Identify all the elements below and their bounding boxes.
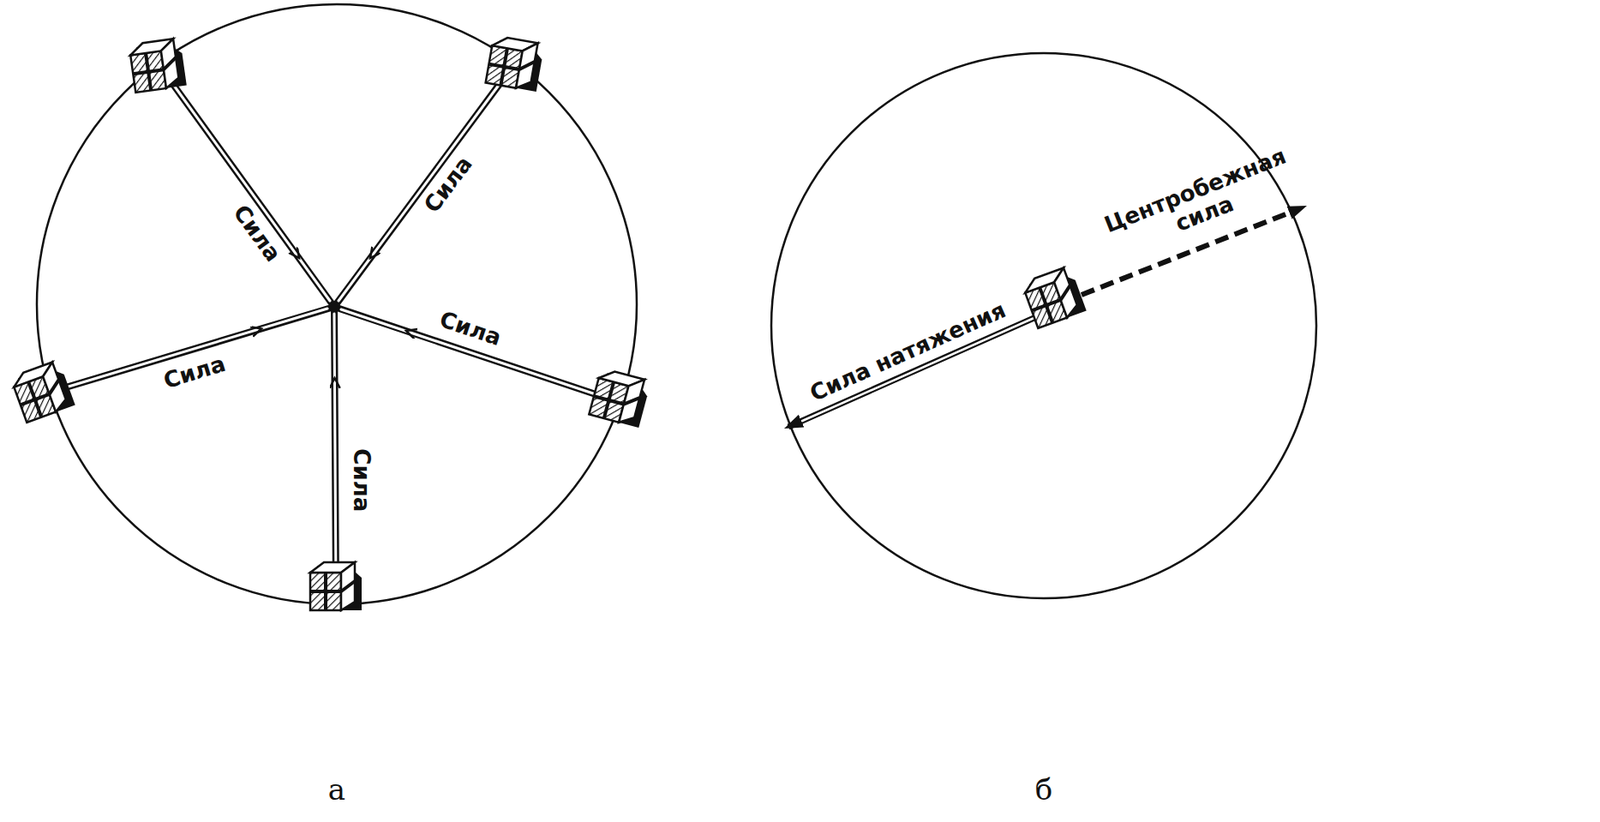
figure-letter: а	[328, 773, 346, 806]
tension-label: Сила натяжения	[806, 297, 1010, 406]
centrifugal-label: Центробежная сила	[1095, 141, 1305, 264]
figure-letter: б	[1035, 773, 1053, 806]
force-label: Сила	[349, 448, 375, 512]
